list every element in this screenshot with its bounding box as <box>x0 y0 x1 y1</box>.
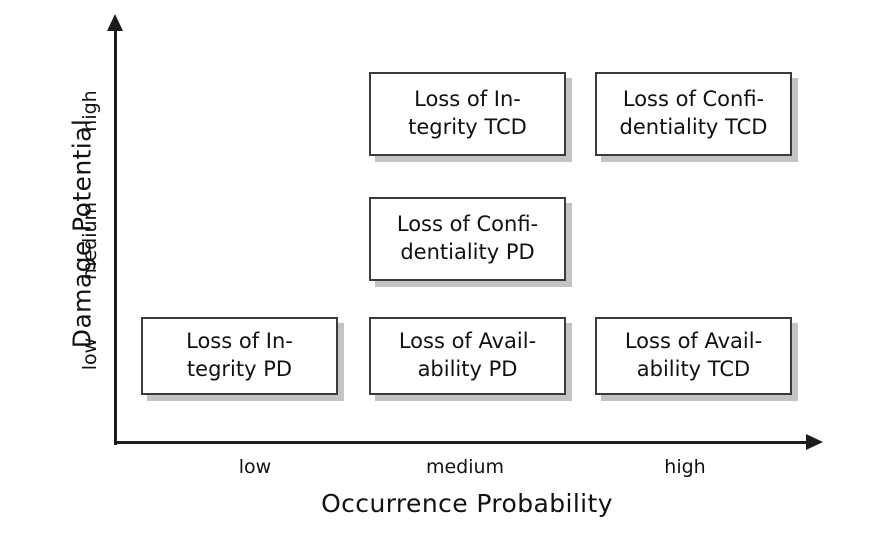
risk-cell-integrity-tcd: Loss of In- tegrity TCD <box>369 72 566 156</box>
risk-cell-line-1: Loss of Avail- <box>624 329 763 354</box>
risk-cell-line-1: Loss of Confi- <box>396 212 539 237</box>
risk-cell-confidentiality-tcd: Loss of Confi- dentiality TCD <box>595 72 792 156</box>
y-axis-tick-low: low <box>79 337 101 371</box>
risk-cell-line-2: tegrity TCD <box>408 115 527 139</box>
risk-cell-line-2: dentiality PD <box>400 240 535 264</box>
risk-cell-line-2: tegrity PD <box>186 357 293 381</box>
x-axis-arrow-icon <box>806 434 823 450</box>
risk-cell-availability-pd: Loss of Avail- ability PD <box>369 317 566 395</box>
risk-cell-line-2: ability TCD <box>636 357 751 381</box>
x-axis-line <box>114 441 812 444</box>
y-axis-tick-high: high <box>79 90 101 132</box>
y-axis-tick-medium: medium <box>79 201 101 281</box>
x-axis-tick-high: high <box>664 456 706 478</box>
risk-cell-line-2: dentiality TCD <box>619 115 768 139</box>
risk-cell-line-1: Loss of In- <box>414 87 521 112</box>
risk-cell-availability-tcd: Loss of Avail- ability TCD <box>595 317 792 395</box>
risk-cell-line-2: ability PD <box>417 357 518 381</box>
x-axis-tick-low: low <box>238 456 272 478</box>
y-axis-arrow-icon <box>107 14 123 31</box>
x-axis-tick-medium: medium <box>425 456 505 478</box>
x-axis-title: Occurrence Probability <box>321 489 613 518</box>
risk-cell-confidentiality-pd: Loss of Confi- dentiality PD <box>369 197 566 281</box>
y-axis-line <box>114 28 117 445</box>
risk-cell-line-1: Loss of Avail- <box>398 329 537 354</box>
risk-cell-integrity-pd: Loss of In- tegrity PD <box>141 317 338 395</box>
risk-cell-line-1: Loss of In- <box>186 329 293 354</box>
risk-cell-line-1: Loss of Confi- <box>622 87 765 112</box>
